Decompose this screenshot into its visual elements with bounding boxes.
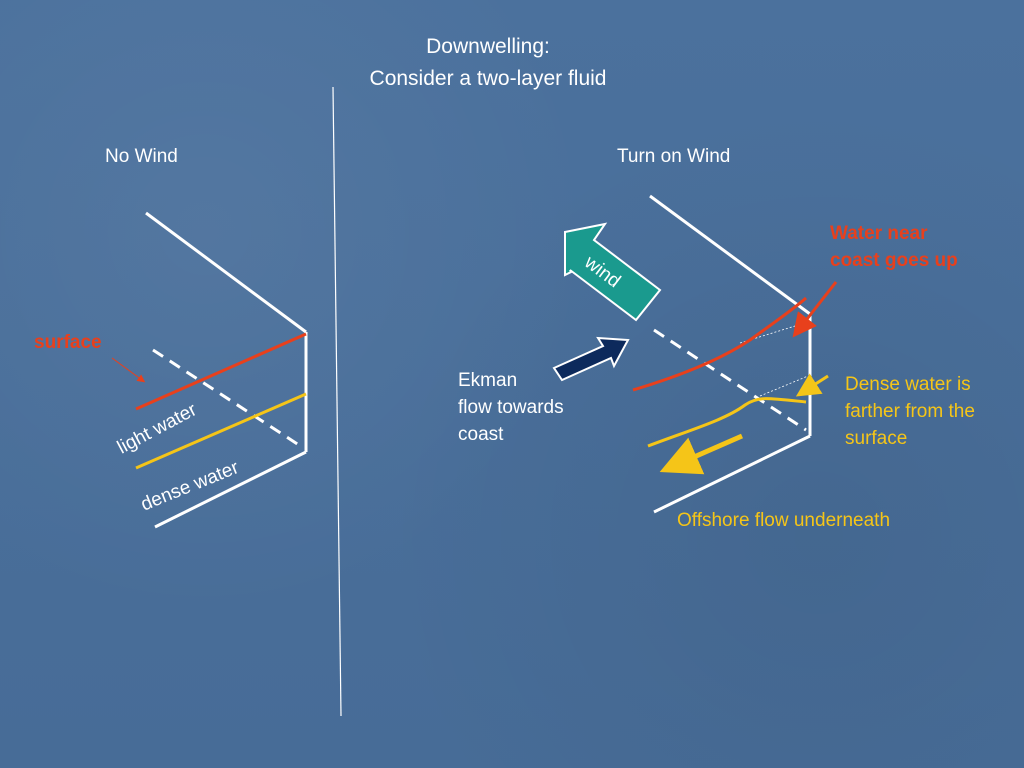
surface-label: surface: [34, 332, 102, 353]
coast-note-line2: coast goes up: [830, 250, 958, 271]
wind-arrow: [564, 222, 662, 322]
ekman-line1: Ekman: [458, 370, 518, 391]
slide-title-line2: Consider a two-layer fluid: [369, 67, 607, 90]
left-surface-line: [135, 332, 307, 411]
right-interface-curve: [647, 397, 807, 448]
dense-note-arrow: [795, 373, 829, 397]
slide-title-line1: Downwelling:: [426, 35, 550, 58]
offshore-flow-arrow: [659, 433, 744, 475]
offshore-flow-label: Offshore flow underneath: [677, 510, 891, 531]
left-coast-box: [145, 211, 308, 529]
right-panel-heading: Turn on Wind: [617, 146, 731, 167]
surface-pointer-arrow: [111, 357, 146, 383]
dense-note-line2: farther from the: [845, 401, 975, 422]
dense-note-line1: Dense water is: [845, 374, 971, 395]
left-interface-line: [135, 392, 307, 470]
coast-note-arrow: [792, 281, 838, 338]
right-coast-box: [649, 194, 812, 514]
ekman-arrow: [552, 336, 630, 382]
ekman-line3: coast: [458, 424, 504, 445]
left-panel-heading: No Wind: [105, 146, 178, 167]
coast-note-line1: Water near: [830, 223, 928, 244]
right-surface-curve: [632, 296, 808, 392]
panel-divider: [332, 86, 342, 717]
ekman-line2: flow towards: [458, 397, 564, 418]
dense-note-line3: surface: [845, 428, 908, 449]
